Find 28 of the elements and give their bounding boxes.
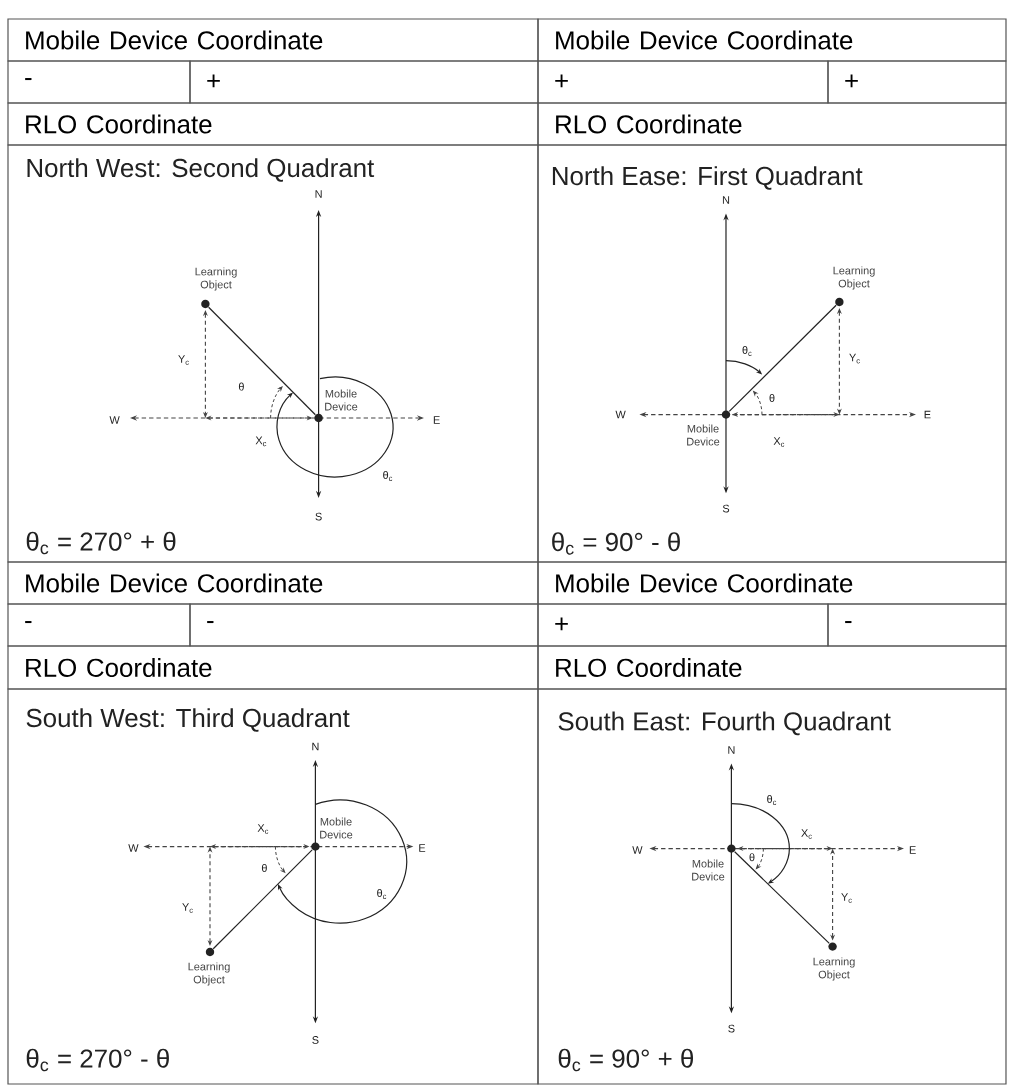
table-cell: Mobile Device Coordinate bbox=[7, 18, 539, 62]
table-cell: RLO Coordinate bbox=[537, 102, 1007, 146]
formula: θ$_{c}$ = 90° - θ bbox=[552, 532, 680, 555]
table-cell: RLO Coordinate bbox=[537, 645, 1007, 690]
connecting-line bbox=[734, 851, 830, 944]
table-cell: - bbox=[7, 60, 191, 104]
formula: θ$_{c}$ = 270° - θ bbox=[26, 1048, 169, 1072]
table-cell: - bbox=[827, 603, 1007, 647]
table-cell: Mobile Device Coordinate bbox=[537, 18, 1007, 62]
table-cell: + bbox=[537, 60, 829, 104]
table-cell: Mobile Device Coordinate bbox=[7, 561, 539, 605]
quadrant-title: North Ease: First Quadrant bbox=[552, 166, 863, 190]
formula: θ$_{c}$ = 90° + θ bbox=[558, 1048, 693, 1072]
table-cell: Mobile Device Coordinate bbox=[537, 561, 1007, 605]
table-cell: RLO Coordinate bbox=[7, 645, 539, 690]
table-cell: - bbox=[7, 603, 191, 647]
quadrant-title: South East: Fourth Quadrant bbox=[558, 711, 891, 736]
table-cell: + bbox=[537, 603, 829, 647]
connecting-line bbox=[728, 304, 837, 412]
table-cell: + bbox=[827, 60, 1007, 104]
quadrant-title: North West: Second Quadrant bbox=[27, 158, 375, 182]
formula: θ$_{c}$ = 270° + θ bbox=[26, 531, 176, 555]
table-cell: + bbox=[189, 60, 539, 104]
table-cell: - bbox=[189, 603, 539, 647]
connecting-line bbox=[208, 306, 316, 416]
table-cell: RLO Coordinate bbox=[7, 102, 539, 146]
quadrant-title: South West: Third Quadrant bbox=[26, 708, 350, 732]
connecting-line bbox=[212, 849, 313, 950]
